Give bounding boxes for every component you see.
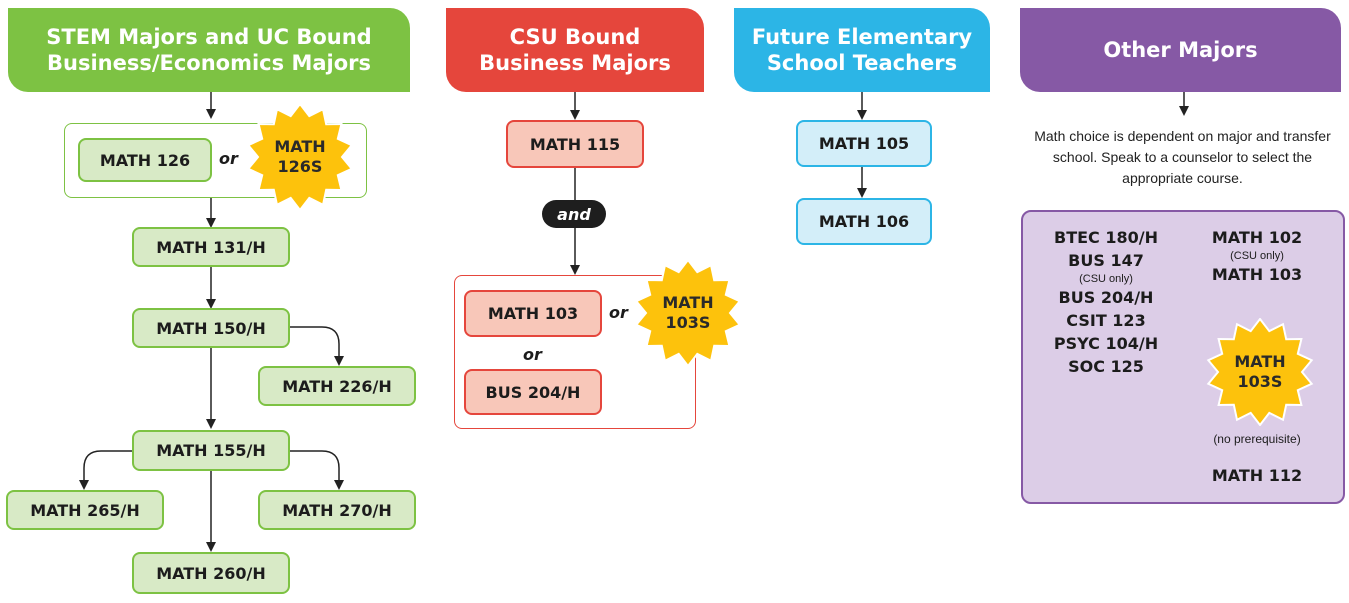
course-item: CSIT 123 xyxy=(1066,311,1146,330)
course-qualifier: (CSU only) xyxy=(1230,250,1284,262)
course-math-106: MATH 106 xyxy=(796,198,932,245)
starburst-icon xyxy=(634,259,742,367)
arrow-155-to-270 xyxy=(290,450,344,490)
arrow-150-to-226 xyxy=(290,326,344,366)
course-math-270h: MATH 270/H xyxy=(258,490,416,530)
other-right-course-list: MATH 102 (CSU only) MATH 103 xyxy=(1174,226,1340,286)
header-elementary: Future Elementary School Teachers xyxy=(734,8,990,92)
no-prerequisite-note: (no prerequisite) xyxy=(1213,432,1301,446)
star-badge-math-103s-other: MATH 103S xyxy=(1206,318,1314,426)
stem-choice-group xyxy=(64,123,367,198)
other-left-course-list: BTEC 180/H BUS 147 (CSU only) BUS 204/H CSIT… xyxy=(1024,226,1188,378)
header-stem: STEM Majors and UC Bound Business/Econom… xyxy=(8,8,410,92)
star-label: MATH 103S xyxy=(1234,352,1286,391)
course-bus-204h: BUS 204/H xyxy=(464,369,602,415)
star-label: MATH 126S xyxy=(274,137,326,176)
course-qualifier: (CSU only) xyxy=(1079,273,1133,285)
header-csu: CSU Bound Business Majors xyxy=(446,8,704,92)
arrow-155-to-265 xyxy=(79,450,132,490)
course-math-103: MATH 103 xyxy=(464,290,602,337)
course-math-226h: MATH 226/H xyxy=(258,366,416,406)
star-badge-math-103s: MATH 103S xyxy=(634,259,742,367)
or-label: or xyxy=(219,149,238,168)
header-other: Other Majors xyxy=(1020,8,1341,92)
starburst-icon xyxy=(246,103,354,211)
course-math-260h: MATH 260/H xyxy=(132,552,290,594)
course-math-265h: MATH 265/H xyxy=(6,490,164,530)
course-item: MATH 102 xyxy=(1211,228,1303,247)
course-item: BUS 204/H xyxy=(1058,288,1154,307)
or-label: or xyxy=(523,345,542,364)
course-item: MATH 103 xyxy=(1211,265,1303,284)
course-item: SOC 125 xyxy=(1068,357,1144,376)
star-badge-math-126s: MATH 126S xyxy=(246,103,354,211)
and-pill: and xyxy=(542,200,606,228)
course-math-115: MATH 115 xyxy=(506,120,644,168)
or-label: or xyxy=(609,303,628,322)
course-math-126: MATH 126 xyxy=(78,138,212,182)
other-majors-note: Math choice is dependent on major and tr… xyxy=(1034,128,1331,186)
course-item: PSYC 104/H xyxy=(1053,334,1159,353)
course-math-155h: MATH 155/H xyxy=(132,430,290,471)
course-math-150h: MATH 150/H xyxy=(132,308,290,348)
star-label: MATH 103S xyxy=(662,293,714,332)
course-item: BUS 147 xyxy=(1068,251,1144,270)
course-math-105: MATH 105 xyxy=(796,120,932,167)
course-math-131h: MATH 131/H xyxy=(132,227,290,267)
course-math-112: MATH 112 xyxy=(1211,466,1303,485)
course-item: BTEC 180/H xyxy=(1054,228,1158,247)
starburst-icon xyxy=(1206,318,1314,426)
